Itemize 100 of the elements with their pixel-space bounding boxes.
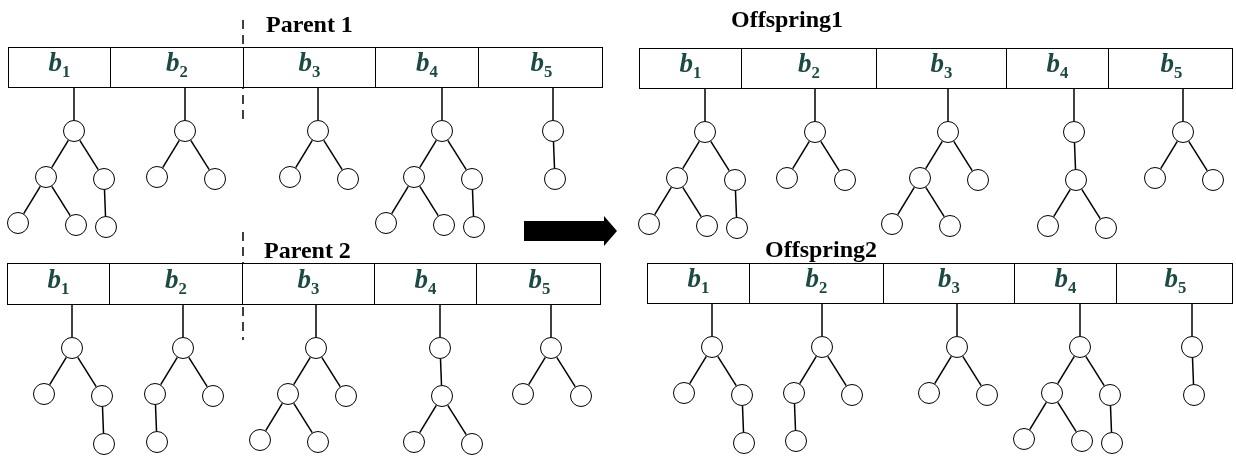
tree-node-circle <box>783 382 805 404</box>
tree-node-circle <box>540 337 562 359</box>
tree-branch-line <box>1028 401 1048 431</box>
tree-branch-line <box>1191 357 1195 385</box>
tree-node-circle <box>967 169 989 191</box>
tree-branch-line <box>681 140 701 170</box>
tree-node-circle <box>570 385 592 407</box>
tree-branch-line <box>821 303 823 337</box>
tree-branch-line <box>418 404 438 434</box>
tree-branch-line <box>471 189 475 217</box>
tree-node-circle <box>403 431 425 453</box>
tree-branch-line <box>924 140 944 170</box>
tree-branch-line <box>103 189 107 217</box>
tree-node-circle <box>1183 384 1205 406</box>
gene-label: b$_{3}$ <box>938 264 960 300</box>
tree-branch-line <box>447 404 467 436</box>
tree-branch-line <box>1182 88 1184 122</box>
tree-node-circle <box>35 166 57 188</box>
tree-node-circle <box>731 384 753 406</box>
tree-node-circle <box>776 167 798 189</box>
tree-branch-line <box>1057 401 1077 433</box>
tree-branch-line <box>182 304 184 338</box>
tree-node-circle <box>918 382 940 404</box>
tree-branch-line <box>48 356 68 386</box>
tree-node-circle <box>1181 336 1203 358</box>
tree-node-circle <box>431 120 453 142</box>
tree-branch-line <box>953 140 973 172</box>
tree-node-circle <box>174 120 196 142</box>
tree-node-circle <box>403 166 425 188</box>
tree-branch-line <box>956 303 958 337</box>
tree-branch-line <box>264 402 284 432</box>
tree-branch-line <box>1073 88 1075 122</box>
tree-branch-line <box>791 140 811 170</box>
tree-branch-line <box>154 404 158 432</box>
tree-node-circle <box>1065 169 1087 191</box>
tree-node-circle <box>146 431 168 453</box>
tree-node-circle <box>204 168 226 190</box>
tree-node-circle <box>461 168 483 190</box>
tree-branch-line <box>390 185 410 215</box>
tree-branch-line <box>1079 303 1081 337</box>
chromosome-title: Offspring1 <box>731 6 843 32</box>
tree-node-circle <box>93 433 115 455</box>
tree-node-circle <box>305 337 327 359</box>
tree-node-circle <box>512 383 534 405</box>
tree-node-circle <box>542 120 564 142</box>
tree-node-circle <box>696 215 718 237</box>
gene-label: b$_{1}$ <box>47 264 70 301</box>
tree-branch-line <box>962 355 982 387</box>
tree-node-circle <box>1071 430 1093 452</box>
tree-node-circle <box>172 337 194 359</box>
tree-node-circle <box>1041 382 1063 404</box>
tree-branch-line <box>1109 405 1113 433</box>
tree-branch-line <box>550 304 552 338</box>
gene-label: b$_{2}$ <box>798 49 820 85</box>
gene-label: b$_{5}$ <box>530 48 553 84</box>
tree-branch-line <box>814 88 816 122</box>
tree-branch-line <box>933 355 953 385</box>
tree-branch-line <box>73 87 75 121</box>
tree-node-circle <box>1069 336 1091 358</box>
tree-branch-line <box>653 186 673 216</box>
tree-branch-line <box>1052 188 1072 218</box>
tree-node-circle <box>726 217 748 239</box>
tree-node-circle <box>939 215 961 237</box>
tree-branch-line <box>556 356 576 388</box>
tree-node-circle <box>1037 215 1059 237</box>
tree-node-circle <box>881 213 903 235</box>
tree-branch-line <box>292 356 312 386</box>
tree-node-circle <box>785 430 807 452</box>
gene-label: b$_{5}$ <box>528 264 551 301</box>
tree-node-circle <box>63 120 85 142</box>
gene-label: b$_{1}$ <box>679 49 702 85</box>
tree-branch-line <box>1081 188 1101 220</box>
tree-node-circle <box>307 431 329 453</box>
tree-node-circle <box>95 216 117 238</box>
tree-node-circle <box>7 212 29 234</box>
tree-branch-line <box>682 186 702 218</box>
tree-branch-line <box>925 186 945 218</box>
tree-node-circle <box>431 385 453 407</box>
tree-node-circle <box>61 337 83 359</box>
gene-label: b$_{3}$ <box>297 264 320 301</box>
gene-label: b$_{2}$ <box>166 48 188 84</box>
tree-node-circle <box>834 169 856 191</box>
tree-branch-line <box>1159 140 1179 170</box>
tree-branch-line <box>734 190 738 218</box>
tree-node-circle <box>841 384 863 406</box>
tree-branch-line <box>1188 140 1208 172</box>
tree-branch-line <box>793 403 797 431</box>
tree-branch-line <box>294 139 314 169</box>
tree-node-circle <box>249 429 271 451</box>
tree-branch-line <box>447 139 467 171</box>
gene-label: b$_{5}$ <box>1164 264 1187 300</box>
tree-branch-line <box>418 139 438 169</box>
tree-node-circle <box>461 433 483 455</box>
gene-label: b$_{1}$ <box>48 48 71 84</box>
tree-node-circle <box>144 383 166 405</box>
tree-node-circle <box>93 168 115 190</box>
gene-label: b$_{4}$ <box>414 264 437 301</box>
tree-node-circle <box>429 337 451 359</box>
tree-branch-line <box>293 402 313 434</box>
tree-branch-line <box>717 355 737 387</box>
